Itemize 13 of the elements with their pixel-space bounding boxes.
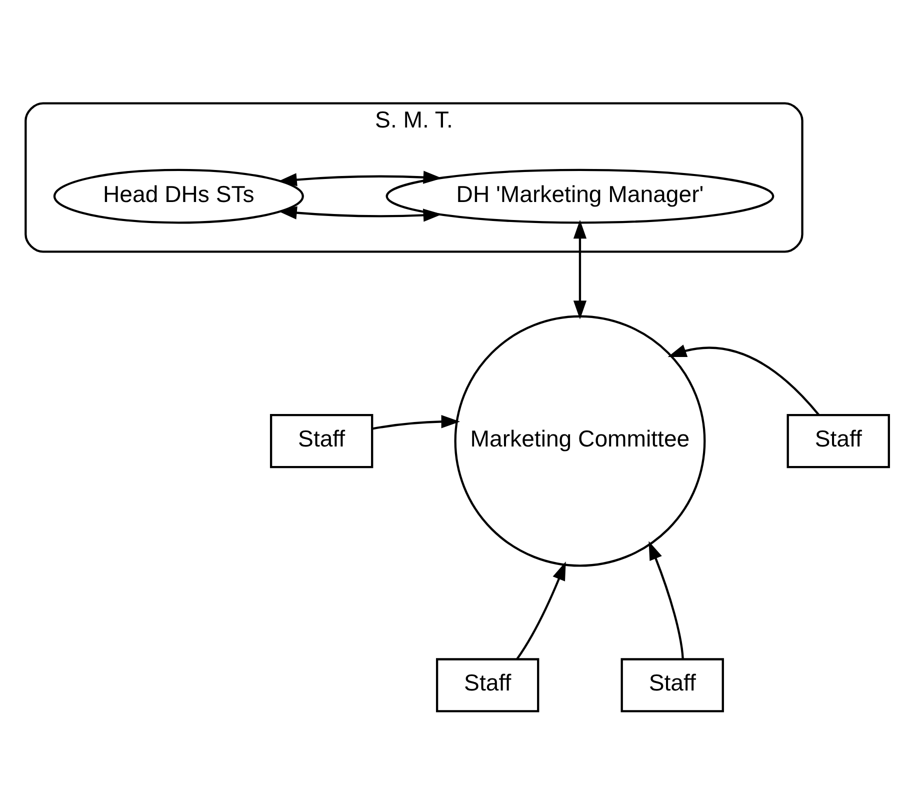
node-box: Staff — [786, 413, 890, 468]
arrow — [278, 206, 442, 222]
node-ellipse: Head DHs STs — [53, 168, 304, 224]
arrow — [278, 170, 442, 186]
node-box: Staff — [620, 658, 724, 712]
arrow — [372, 414, 460, 430]
arrow — [648, 540, 684, 659]
arrow — [516, 561, 566, 660]
arrow — [668, 344, 820, 416]
node-box: Staff — [436, 658, 540, 712]
arrow — [573, 219, 587, 319]
node-box: Staff — [270, 413, 374, 468]
node-circle: Marketing Committee — [454, 314, 706, 566]
